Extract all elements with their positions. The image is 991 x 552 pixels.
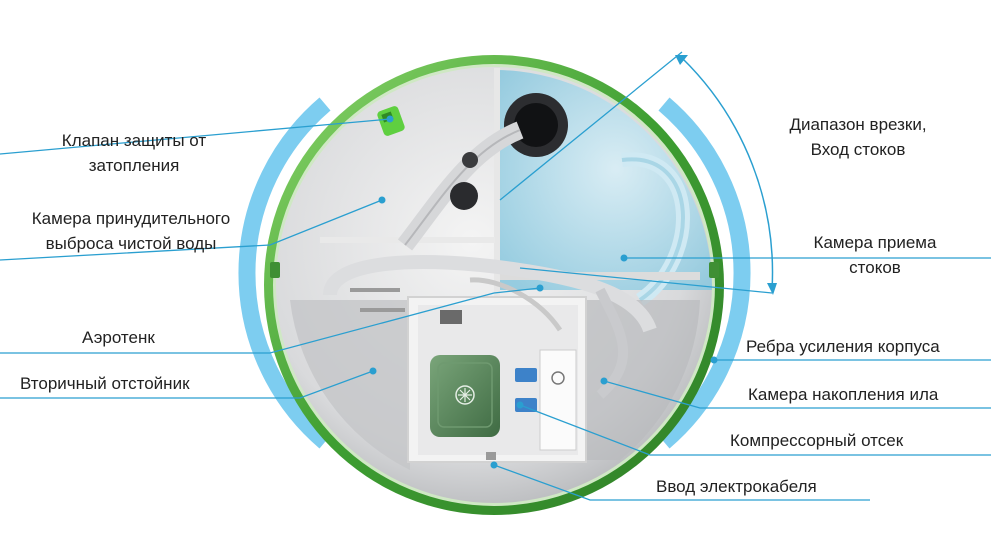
intake-range-arc <box>681 57 774 291</box>
label-intake-range: Диапазон врезки, Вход стоков <box>789 115 927 159</box>
fan-icon <box>455 385 475 405</box>
label-flood-valve: Клапан защиты от затопления <box>61 131 207 175</box>
label-body-ribs: Ребра усиления корпуса <box>746 337 940 356</box>
label-compressor-compartment: Компрессорный отсек <box>730 431 904 450</box>
left-rib-arc <box>238 97 331 449</box>
label-intake-chamber: Камера приема стоков <box>813 233 937 277</box>
label-cable-entry: Ввод электрокабеля <box>656 477 817 496</box>
label-sludge-chamber: Камера накопления ила <box>748 385 939 404</box>
label-secondary-clarifier: Вторичный отстойник <box>20 374 190 393</box>
leader-lines <box>0 51 991 501</box>
label-clean-water-chamber: Камера принудительного выброса чистой во… <box>31 209 231 253</box>
label-aerotank: Аэротенк <box>82 328 155 347</box>
right-rib-arc <box>658 97 751 449</box>
